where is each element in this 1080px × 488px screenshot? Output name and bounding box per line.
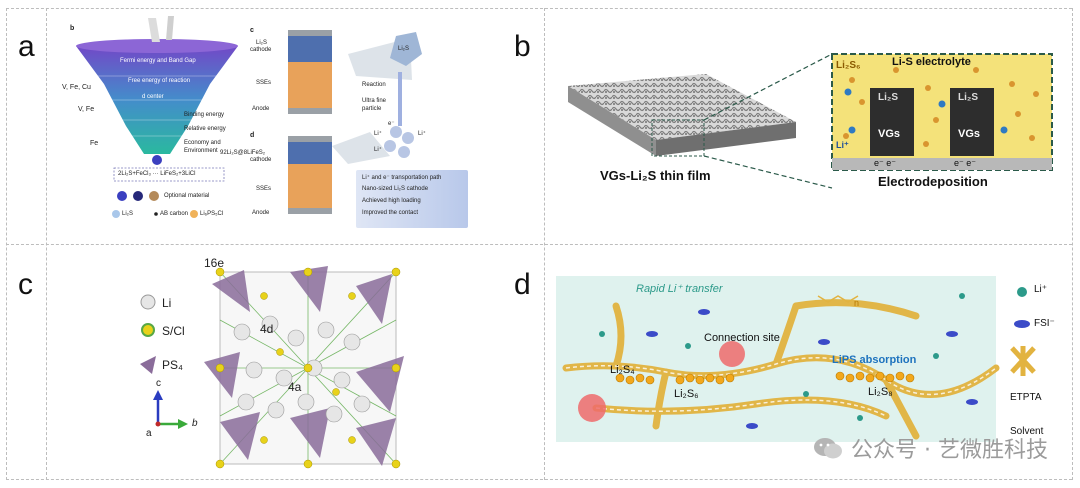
vg-right-li2s-label: Li₂S — [958, 92, 978, 103]
bullet-2: Nano-sized Li₂S cathode — [362, 186, 429, 192]
electrolyte-label: Li-S electrolyte — [892, 56, 971, 68]
grid-divider-right — [1072, 8, 1073, 480]
legend-li6ps5cl: Li₆PS₅Cl — [200, 211, 224, 217]
legend-ab-carbon: AB carbon — [160, 211, 189, 217]
site-4d-label: 4d — [260, 322, 274, 336]
repeat-n-label: n — [854, 298, 860, 308]
subfig-d-label: d — [250, 132, 255, 139]
axis-a-label: a — [146, 428, 152, 439]
panel-label-d: d — [514, 268, 531, 301]
funnel-level-3: d center — [142, 94, 164, 100]
watermark: 公众号 · 艺微胜科技 — [813, 432, 1048, 464]
li2s6-label: Li₂S₆ — [836, 60, 861, 71]
legend-li-plus: Li⁺ — [1034, 284, 1048, 295]
species-li2s4: Li₂S₄ — [610, 364, 635, 376]
panel-a: b c d Fermi energy and Band Gap Free ene… — [60, 14, 480, 236]
reaction-label: Reaction — [362, 82, 386, 88]
panel-c-illustration — [140, 266, 404, 469]
legend-ps4: PS₄ — [162, 358, 183, 372]
cell-c-label-1: Li₂S — [256, 40, 268, 46]
bullet-1: Li⁺ and e⁻ transportation path — [362, 175, 442, 181]
cell-d-label-2: cathode — [250, 157, 272, 163]
ion-li-2: Li⁺ — [418, 131, 426, 137]
subfig-b-label: b — [70, 25, 75, 32]
species-li2s8: Li₂S₈ — [868, 386, 893, 398]
process-label: Electrodeposition — [878, 174, 988, 189]
particle-word-label: particle — [362, 106, 382, 112]
right-label-4: Environment — [184, 148, 218, 154]
right-label-2: Relative energy — [184, 126, 226, 132]
legend-li2s: Li₂S — [122, 211, 134, 217]
cell-c-label-3: SSEs — [256, 80, 272, 86]
right-label-1: Binding energy — [184, 112, 225, 118]
grid-divider-center — [6, 244, 1072, 245]
wechat-icon — [814, 438, 843, 459]
lips-absorption-label: LiPS absorption — [832, 354, 917, 366]
panel-b-illustration — [568, 53, 1053, 189]
particle-label: Li₂S — [398, 46, 410, 52]
vg-left-li2s-label: Li₂S — [878, 92, 898, 103]
panel-c: 16e 4d 4a Li S/Cl PS₄ c a b — [120, 252, 420, 474]
panel-b: VGs-Li₂S thin film Li-S electrolyte Li₂S… — [556, 40, 1066, 200]
axis-c-label: c — [156, 378, 161, 389]
site-16e-label: 16e — [204, 256, 225, 270]
film-label: VGs-Li₂S thin film — [600, 168, 711, 183]
panel-a-illustration — [76, 16, 468, 228]
cell-c-label-2: cathode — [250, 47, 272, 53]
subfig-c-label: c — [250, 27, 254, 34]
grid-divider-outer — [6, 8, 7, 480]
ion-li-1: Li⁺ — [374, 131, 382, 137]
legend-fsi: FSI⁻ — [1034, 318, 1055, 329]
site-4a-label: 4a — [288, 380, 302, 394]
legend-s-cl: S/Cl — [162, 324, 185, 338]
left-label-1: V, Fe, Cu — [62, 84, 91, 91]
left-label-3: Fe — [90, 140, 99, 147]
vg-left-label: VGs — [878, 128, 901, 140]
vg-right-label: VGs — [958, 128, 981, 140]
legend-etpta: ETPTA — [1010, 392, 1042, 403]
left-label-2: V, Fe — [78, 106, 95, 113]
legend-solvent: Solvent — [1010, 426, 1044, 437]
right-label-3: Economy and — [184, 140, 221, 146]
panel-label-b: b — [514, 30, 531, 63]
bullet-4: Improved the contact — [362, 210, 419, 216]
reaction-equation: 2Li₂S+FeCl₃ ··· LiFeS₂+3LiCl — [118, 171, 196, 177]
panel-label-c: c — [18, 268, 33, 301]
connection-site-label: Connection site — [704, 332, 780, 344]
cell-c-label-4: Anode — [252, 106, 270, 112]
ion-e: e⁻ — [388, 121, 395, 127]
optional-material-label: Optional material — [164, 193, 210, 199]
axis-b-label: b — [192, 418, 198, 429]
cell-d-label-3: SSEs — [256, 186, 272, 192]
cell-d-label-4: Anode — [252, 210, 270, 216]
panel-d: Rapid Li⁺ transfer Connection site LiPS … — [556, 276, 1066, 442]
ion-li-3: Li⁺ — [374, 147, 382, 153]
electrons-right: e⁻ e⁻ — [954, 158, 977, 168]
grid-divider-top — [6, 8, 1072, 9]
legend-li: Li — [162, 296, 172, 310]
funnel-level-1: Fermi energy and Band Gap — [120, 58, 196, 64]
electrons-left: e⁻ e⁻ — [874, 158, 897, 168]
bullet-3: Achieved high loading — [362, 198, 421, 204]
li-plus-label: Li⁺ — [836, 140, 849, 150]
panel-d-illustration — [556, 276, 1036, 442]
species-li2s6: Li₂S₆ — [674, 388, 699, 400]
ultrafine-label: Ultra fine — [362, 98, 387, 104]
funnel-level-2: Free energy of reaction — [128, 78, 191, 84]
rapid-transfer-label: Rapid Li⁺ transfer — [636, 283, 723, 295]
grid-divider-bottom — [6, 479, 1072, 480]
watermark-text: 公众号 · 艺微胜科技 — [851, 438, 1048, 463]
panel-label-a: a — [18, 30, 35, 63]
cell-d-label-1: 92Li₂S@8LiFeS₂ — [220, 150, 266, 156]
